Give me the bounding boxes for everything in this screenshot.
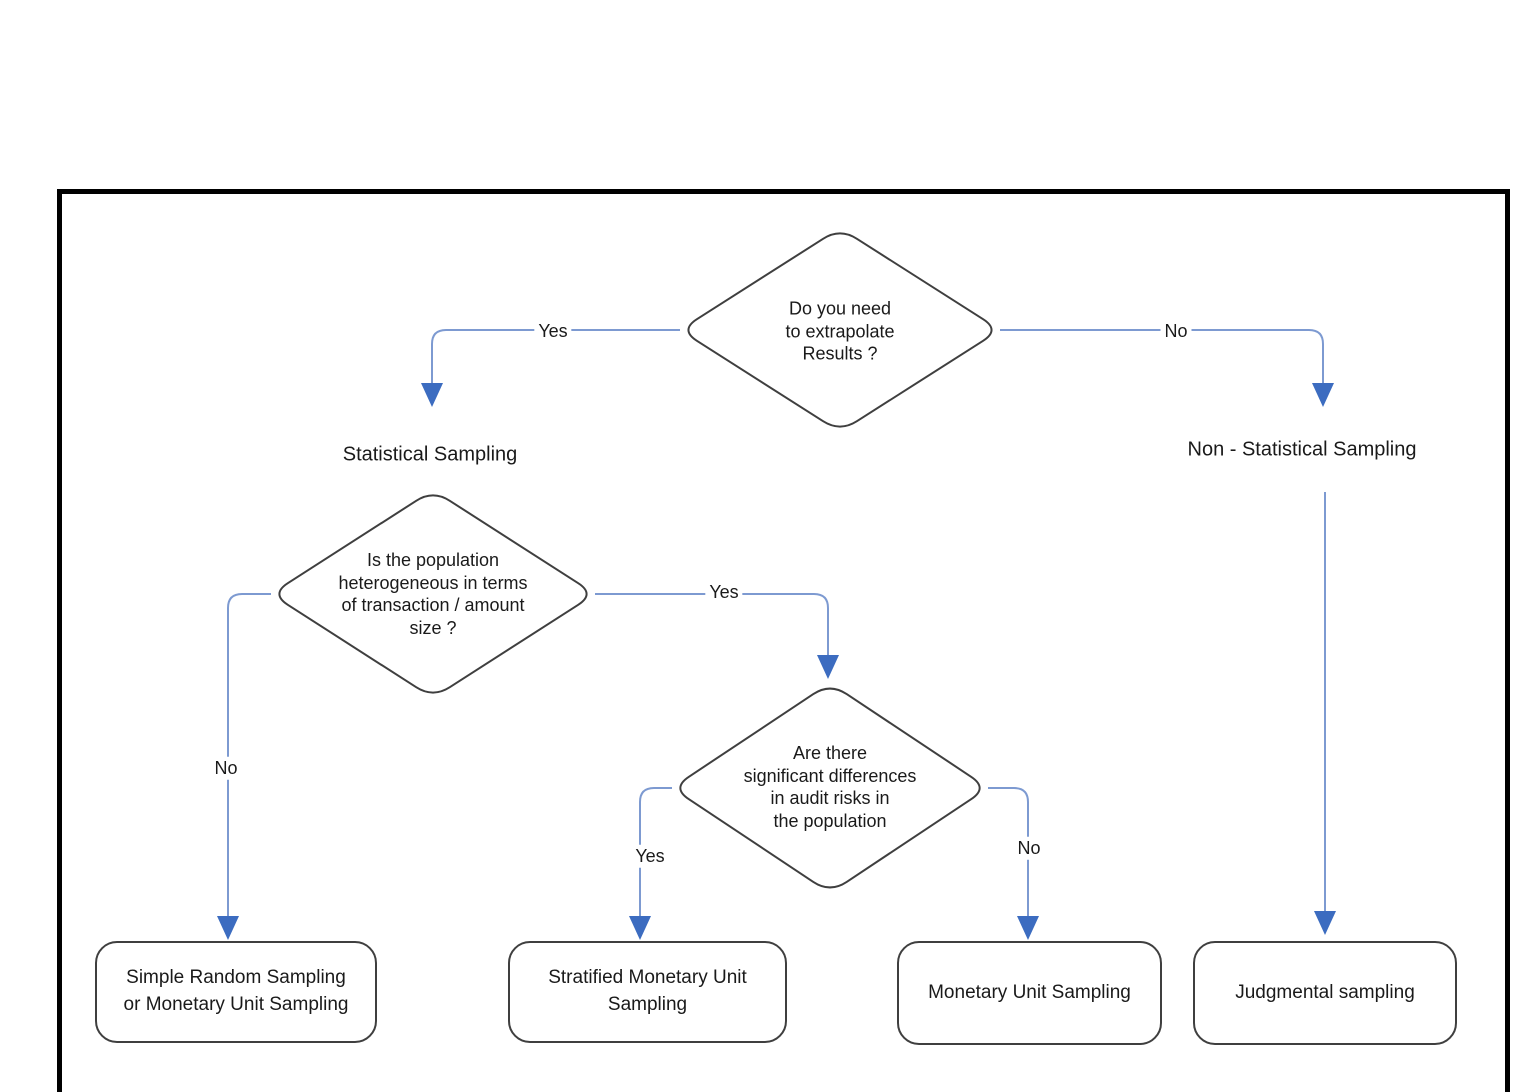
arrowhead-non-statistical-down (1314, 911, 1336, 935)
edge-extrapolate-no (1000, 329, 1324, 383)
edge-label-audit-risks-no: No (1013, 836, 1045, 860)
outcome-box-judgmental-sampling: Judgmental sampling (1193, 941, 1457, 1045)
branch-label-non-statistical-sampling: Non - Statistical Sampling (1187, 438, 1417, 461)
page-border-frame (57, 189, 1510, 1092)
arrowhead-extrapolate-yes (421, 383, 443, 407)
edge-extrapolate-yes (431, 329, 680, 383)
edge-heterogeneous-no (227, 593, 271, 916)
decision-diamond-heterogeneous (278, 494, 588, 694)
outcome-box-simple-random-sampling: Simple Random Sampling or Monetary Unit … (95, 941, 377, 1043)
edge-label-extrapolate-no: No (1160, 319, 1192, 343)
arrowhead-audit-risks-no (1017, 916, 1039, 940)
edge-label-heterogeneous-yes: Yes (705, 580, 743, 604)
edge-label-extrapolate-yes: Yes (534, 319, 572, 343)
outcome-box-stratified-monetary-unit-sampling: Stratified Monetary Unit Sampling (508, 941, 787, 1043)
edge-label-audit-risks-yes: Yes (631, 844, 669, 868)
edge-label-heterogeneous-no: No (210, 756, 242, 780)
arrowhead-heterogeneous-no (217, 916, 239, 940)
decision-diamond-audit-risks (679, 687, 981, 889)
edge-audit-risks-yes (639, 787, 672, 916)
decision-text-heterogeneous: Is the population heterogeneous in terms… (338, 550, 528, 638)
arrowhead-audit-risks-yes (629, 916, 651, 940)
decision-text-extrapolate: Do you need to extrapolate Results ? (785, 298, 895, 364)
edge-audit-risks-no (988, 787, 1029, 916)
outcome-box-monetary-unit-sampling: Monetary Unit Sampling (897, 941, 1162, 1045)
decision-diamond-extrapolate (687, 232, 993, 428)
arrowhead-extrapolate-no (1312, 383, 1334, 407)
decision-text-audit-risks: Are there significant differences in aud… (743, 743, 917, 831)
edge-heterogeneous-yes (595, 593, 829, 655)
branch-label-statistical-sampling: Statistical Sampling (342, 443, 518, 466)
arrowhead-heterogeneous-yes (817, 655, 839, 679)
